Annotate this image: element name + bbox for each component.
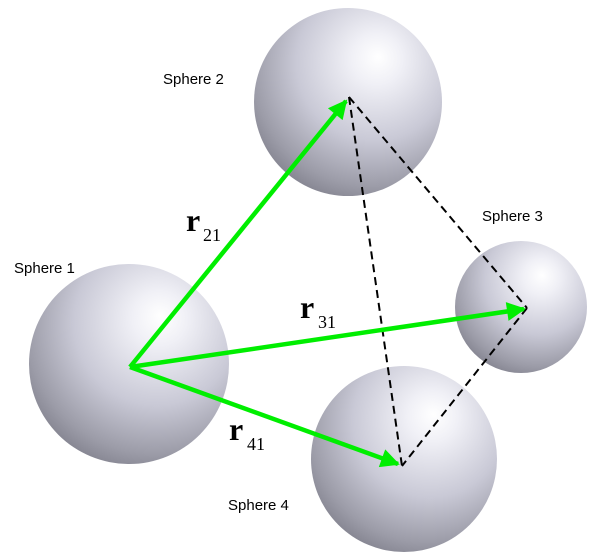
vector-r41-arrow	[129, 364, 400, 468]
vector-label-r31: r 31	[300, 289, 336, 332]
vector-r31-subscript: 31	[318, 312, 336, 332]
edge-2-3	[348, 96, 528, 309]
edge-3-4	[401, 307, 528, 467]
sphere-1-label: Sphere 1	[14, 260, 75, 277]
sphere-4	[311, 366, 497, 552]
vectors	[128, 99, 526, 468]
edge-2-4	[348, 96, 403, 467]
vector-r21-arrow	[128, 99, 348, 369]
sphere-1	[29, 264, 229, 464]
sphere-3-label: Sphere 3	[482, 208, 543, 225]
vector-r21-subscript: 21	[203, 225, 221, 245]
sphere-3	[455, 241, 587, 373]
sphere-4-label: Sphere 4	[228, 497, 289, 514]
vector-r41-symbol: r	[229, 411, 243, 447]
vector-r41-subscript: 41	[247, 434, 265, 454]
vector-r21-symbol: r	[186, 202, 200, 238]
sphere-2	[254, 8, 442, 196]
vector-label-r21: r 21	[186, 202, 221, 245]
sphere-2-label: Sphere 2	[163, 71, 224, 88]
dashed-edges	[348, 96, 528, 467]
vector-r31-arrow	[129, 302, 526, 370]
vector-r31-symbol: r	[300, 289, 314, 325]
vector-label-r41: r 41	[229, 411, 265, 454]
